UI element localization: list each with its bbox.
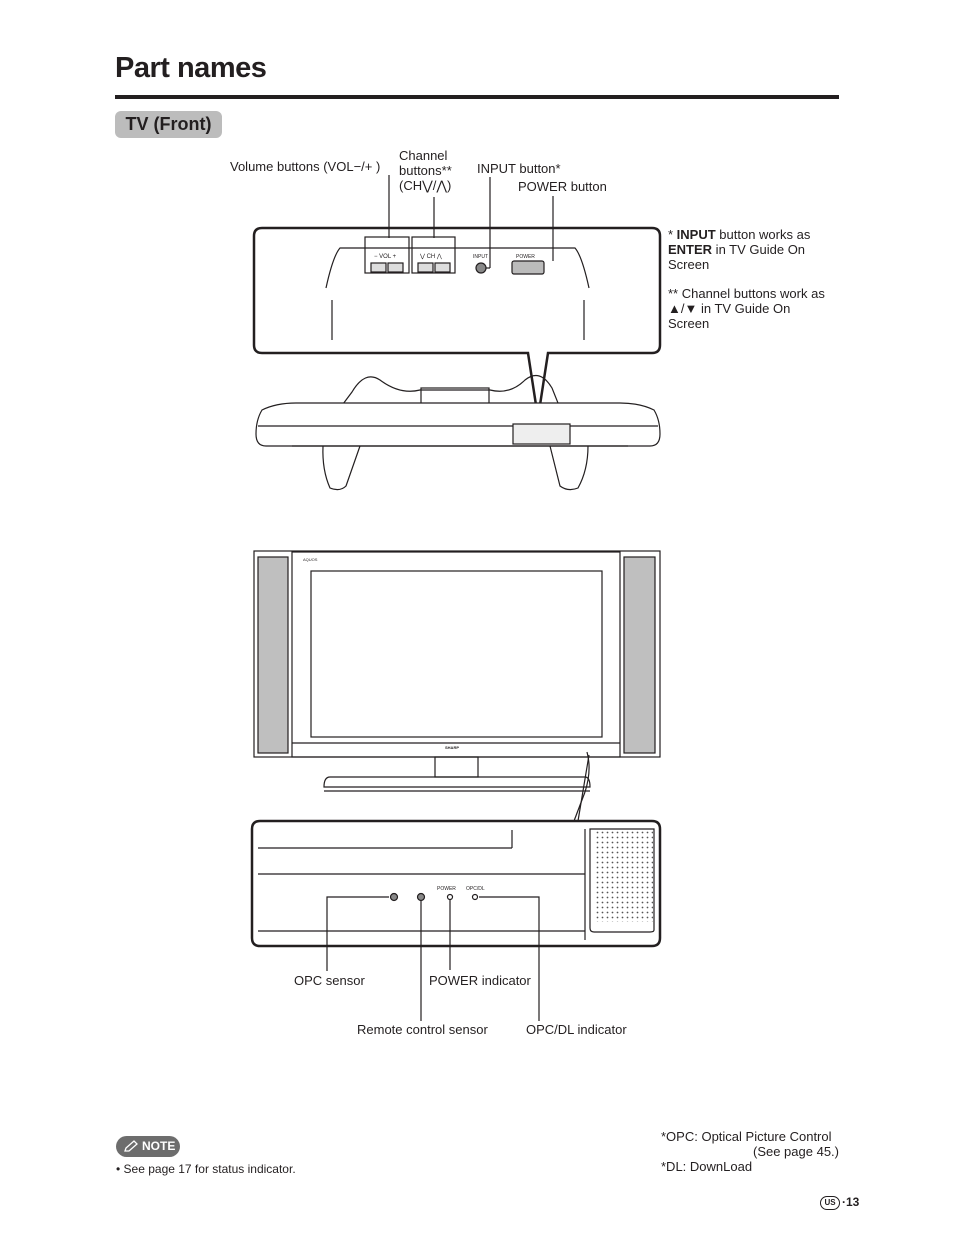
- left-speaker: [257, 556, 289, 754]
- note-badge: NOTE: [116, 1136, 180, 1157]
- footnotes: *OPC: Optical Picture Control (See page …: [661, 1129, 839, 1174]
- page-title: Part names: [115, 52, 267, 84]
- footnote-dl: *DL: DownLoad: [661, 1159, 753, 1174]
- power-indicator-label: POWER indicator: [429, 973, 531, 988]
- power-small-text: POWER: [437, 886, 456, 892]
- opc-dl-indicator-label: OPC/DL indicator: [526, 1022, 627, 1037]
- opc-dl-indicator: [471, 893, 479, 901]
- section-label: TV (Front): [115, 111, 222, 138]
- power-button: [511, 260, 545, 275]
- channel-buttons-label-1: Channel: [399, 148, 448, 163]
- tv-top-view: [255, 402, 661, 447]
- remote-control-sensor: [416, 892, 426, 902]
- input-button-label: INPUT button*: [477, 161, 561, 176]
- opc-sensor: [389, 892, 399, 902]
- remote-control-sensor-label: Remote control sensor: [357, 1022, 488, 1037]
- vol-up-button: [387, 262, 404, 273]
- vol-panel-text: − VOL +: [374, 254, 397, 260]
- region-badge: US: [820, 1195, 840, 1210]
- vol-down-button: [370, 262, 387, 273]
- bottom-zoom-panel: [250, 819, 662, 948]
- title-rule: [115, 95, 839, 99]
- footnote-opc-ref: (See page 45.): [752, 1144, 839, 1159]
- ch-panel-text: ⋁ CH ⋀: [419, 253, 442, 260]
- power-panel-text: POWER: [516, 254, 535, 260]
- input-button: [475, 262, 487, 274]
- page-number: US·13: [820, 1195, 859, 1210]
- power-button-label: POWER button: [518, 179, 607, 194]
- footnote-opc: *OPC: Optical Picture Control: [661, 1129, 832, 1144]
- channel-buttons-label-2: buttons**: [399, 163, 452, 178]
- input-panel-text: INPUT: [473, 254, 488, 260]
- opc-sensor-label: OPC sensor: [294, 973, 365, 988]
- speaker-grille: [596, 830, 653, 922]
- tv-base: [323, 776, 591, 788]
- tv-front: [253, 550, 661, 758]
- pencil-icon: [124, 1140, 138, 1152]
- volume-buttons-label: Volume buttons (VOL−/+ ): [230, 159, 381, 174]
- opc-small-text: OPC/DL: [466, 886, 485, 892]
- maker-text: SHARP: [445, 745, 459, 750]
- channel-buttons-label-3: (CH⋁/⋀): [399, 178, 452, 193]
- tv-stand-back: [338, 374, 561, 409]
- vol-group: [364, 236, 410, 274]
- ch-down-button: [417, 262, 434, 273]
- channel-guide-note: ** Channel buttons work as ▲/▼ in TV Gui…: [668, 286, 825, 331]
- input-enter-note: * INPUT button works as ENTER in TV Guid…: [668, 227, 811, 272]
- brand-text: AQUOS: [303, 557, 318, 562]
- ch-up-button: [434, 262, 451, 273]
- top-zoom-panel: [252, 226, 662, 419]
- note-text: • See page 17 for status indicator.: [116, 1162, 296, 1176]
- tv-screen: [310, 570, 603, 738]
- power-indicator: [446, 893, 454, 901]
- right-speaker: [623, 556, 656, 754]
